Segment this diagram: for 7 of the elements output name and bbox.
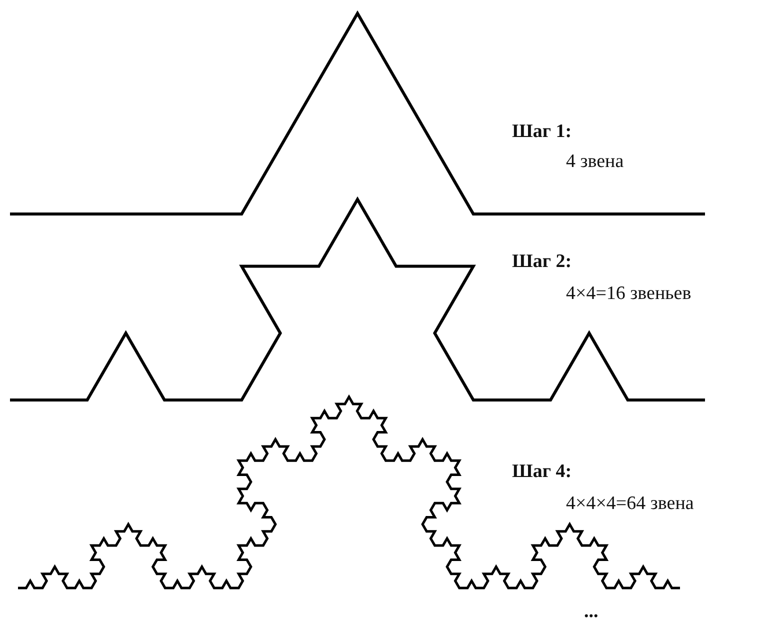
segment-count: 4×4×4=64 звена — [566, 494, 694, 515]
ellipsis: ... — [584, 602, 598, 623]
segment-count: 4 звена — [566, 152, 624, 173]
segment-count: 4×4=16 звеньев — [566, 284, 692, 305]
step-heading: Шаг 1: — [512, 122, 572, 143]
step-heading: Шаг 2: — [512, 252, 572, 273]
step-heading: Шаг 4: — [512, 462, 572, 483]
